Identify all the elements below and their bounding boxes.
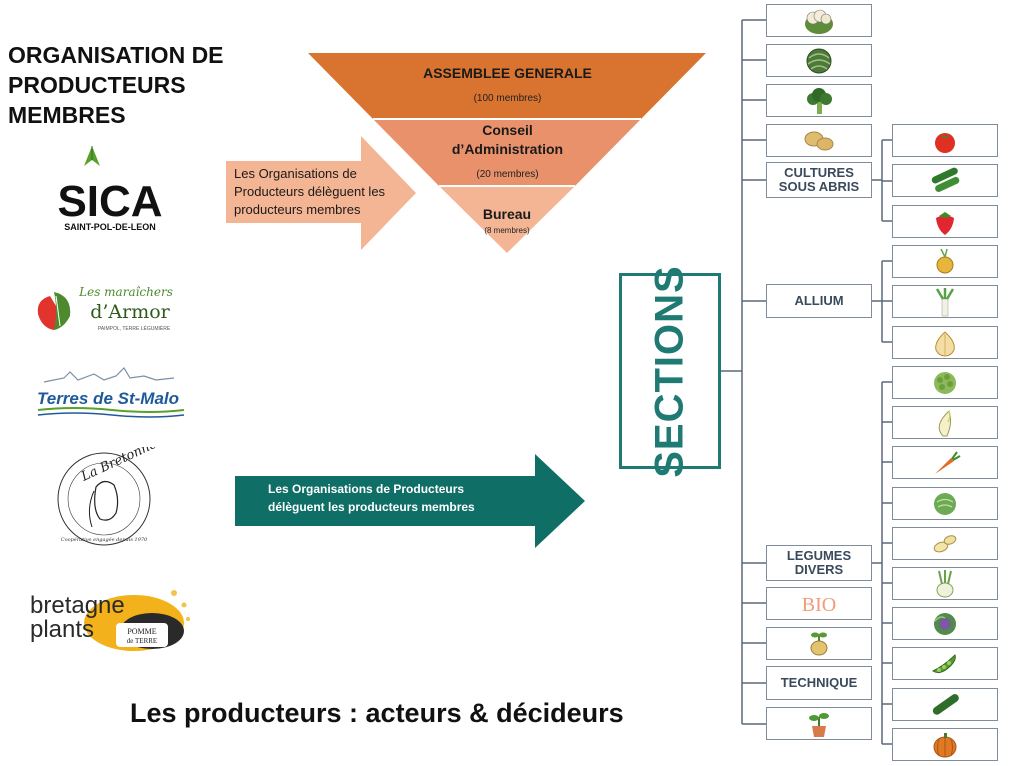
svg-text:SAINT-POL-DE-LEON: SAINT-POL-DE-LEON [64,222,156,232]
svg-text:Les maraîchers: Les maraîchers [78,285,173,299]
carrot-icon [935,450,961,474]
sections-box: SECTIONS [619,265,721,477]
pyramid-bureau-band [439,186,575,253]
conseil-title-line2: d’Administration [451,141,564,157]
potato-plant-icon [810,632,828,655]
arrow-top-line1: Les Organisations de [234,166,357,181]
svg-text:SICA: SICA [58,177,162,226]
svg-text:BIO: BIO [802,594,836,616]
arrow-top-line3: producteurs membres [234,202,361,217]
svg-text:PAIMPOL, TERRE LÉGUMIÈRE: PAIMPOL, TERRE LÉGUMIÈRE [98,325,171,332]
sica-logo: SICA SAINT-POL-DE-LEON [57,144,163,236]
potato-icon [804,131,834,150]
item-onion[interactable] [892,245,998,278]
footer-slogan: Les producteurs : acteurs & décideurs [130,698,624,728]
seedling-pot-icon [809,712,829,737]
svg-text:La Bretonne: La Bretonne [78,447,156,485]
bureau-count: (8 membres) [484,226,530,235]
terres-st-malo-logo: Terres de St-Malo [34,364,190,422]
svg-text:POMME: POMME [127,627,156,636]
governance-pyramid [308,53,706,253]
section-potato[interactable] [766,124,872,157]
arrow-bottom-line2: délèguent les producteurs membres [268,500,475,514]
svg-text:Coopérative engagée depuis 197: Coopérative engagée depuis 1970 [61,536,148,543]
item-cabbage[interactable] [892,487,998,520]
arrow-bottom-text: Les Organisations de Producteurs délègue… [268,480,475,516]
item-peas[interactable] [892,647,998,680]
arrow-bottom-line1: Les Organisations de Producteurs [268,482,465,496]
cultures-line2: SOUS ABRIS [778,179,860,194]
artichoke-icon [806,48,832,73]
assemblee-title: ASSEMBLEE GENERALE [423,65,592,81]
beans-icon [933,534,957,552]
arrow-top-text: Les Organisations de Producteurs délègue… [234,165,385,219]
section-artichoke[interactable] [766,44,872,77]
allium-label: ALLIUM [794,293,844,308]
onion-icon [936,248,954,273]
svg-text:plants: plants [30,616,94,643]
shallot-icon [935,330,955,357]
svg-text:bretagne: bretagne [30,592,125,619]
item-leek[interactable] [892,285,998,318]
svg-text:de TERRE: de TERRE [127,637,157,645]
broccoli-icon [807,87,832,114]
pumpkin-icon [933,732,957,757]
page-title: ORGANISATION DE PRODUCTEURS MEMBRES [8,42,224,128]
maraichers-armor-logo: Les maraîchers d’Armor PAIMPOL, TERRE LÉ… [34,282,184,334]
la-bretonne-logo: La Bretonne Coopérative engagée depuis 1… [52,437,160,551]
section-broccoli[interactable] [766,84,872,117]
item-zucchini[interactable] [892,688,998,721]
section-cauliflower[interactable] [766,4,872,37]
item-carrot[interactable] [892,446,998,479]
endive-icon [938,409,952,436]
bretagne-plants-logo: bretagne plants POMME de TERRE [24,583,196,665]
arrow-top-line2: Producteurs délèguent les [234,184,386,199]
bureau-title: Bureau [482,206,532,222]
bio-icon: BIO [802,594,836,616]
item-cucumber[interactable] [892,164,998,197]
item-red-cabbage[interactable] [892,607,998,640]
tomato-icon [935,132,955,153]
pyramid-conseil-band [373,119,641,186]
leek-icon [935,287,955,316]
assemblee-count: (100 membres) [473,93,542,104]
section-potato-plant[interactable] [766,627,872,660]
red-cabbage-icon [934,612,956,635]
conseil-count: (20 membres) [476,169,539,180]
legumes-line2: DIVERS [794,562,844,577]
cucumber-icon [931,167,960,192]
item-beans[interactable] [892,527,998,560]
delegation-arrow-top [226,136,416,250]
zucchini-icon [932,693,959,715]
cabbage-icon [934,492,956,515]
section-technique[interactable]: TECHNIQUE [766,666,872,700]
section-bio[interactable]: BIO [766,587,872,620]
section-seedling[interactable] [766,707,872,740]
peas-icon [932,653,956,673]
item-endive[interactable] [892,406,998,439]
delegation-arrow-bottom [235,454,585,548]
item-shallot[interactable] [892,326,998,359]
item-pumpkin[interactable] [892,728,998,761]
item-fennel[interactable] [892,567,998,600]
section-allium[interactable]: ALLIUM [766,284,872,318]
item-strawberry[interactable] [892,205,998,238]
item-tomato[interactable] [892,124,998,157]
conseil-title-line1: Conseil [482,122,533,138]
pyramid-assemblee-band [308,53,706,119]
fennel-icon [936,569,954,597]
item-romanesco[interactable] [892,366,998,399]
svg-text:d’Armor: d’Armor [90,301,170,323]
technique-label: TECHNIQUE [780,675,858,690]
cauliflower-icon [805,9,833,34]
legumes-line1: LEGUMES [786,548,852,563]
cultures-line1: CULTURES [784,165,854,180]
romanesco-icon [934,371,956,394]
strawberry-icon [936,211,954,235]
svg-text:Terres de St-Malo: Terres de St-Malo [37,389,179,408]
